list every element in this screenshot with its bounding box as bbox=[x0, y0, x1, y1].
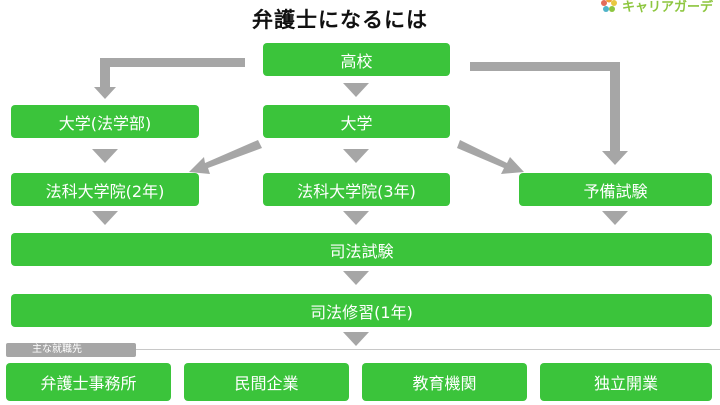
flower-icon bbox=[601, 0, 617, 12]
logo-text: キャリアガーデ bbox=[622, 0, 714, 15]
node-label: 法科大学院(2年) bbox=[45, 181, 165, 201]
career-item-label: 民間企業 bbox=[234, 374, 299, 393]
career-law-firm: 弁護士事務所 bbox=[6, 363, 171, 401]
arrow-bar-exam-to-training bbox=[343, 271, 369, 285]
node-label: 大学(法学部) bbox=[58, 113, 152, 133]
career-label: 主な就職先 bbox=[6, 343, 136, 357]
arrow-law-school-2-to-bar-exam bbox=[92, 211, 118, 225]
career-divider bbox=[6, 349, 720, 350]
page-title: 弁護士になるには bbox=[252, 8, 428, 32]
arrow-high-school-to-university bbox=[343, 83, 369, 97]
arrow-preliminary-to-bar-exam bbox=[602, 211, 628, 225]
career-item-label: 独立開業 bbox=[593, 374, 658, 393]
arrow-training-to-career bbox=[343, 332, 369, 346]
arrow-law-school-3-to-bar-exam bbox=[343, 211, 369, 225]
arrow-high-school-to-preliminary bbox=[470, 62, 628, 165]
arrow-university-to-law-school-2 bbox=[189, 140, 262, 174]
node-law-school-3: 法科大学院(3年) bbox=[263, 173, 450, 206]
node-label: 高校 bbox=[340, 51, 373, 71]
arrow-university-to-law-school-3 bbox=[343, 149, 369, 163]
node-university: 大学 bbox=[263, 105, 450, 138]
arrow-law-faculty-to-law-school-2 bbox=[92, 149, 118, 163]
node-legal-training: 司法修習(1年) bbox=[11, 294, 712, 327]
career-independent-practice: 独立開業 bbox=[540, 363, 712, 401]
node-high-school: 高校 bbox=[263, 43, 450, 76]
node-label: 予備試験 bbox=[583, 181, 648, 201]
node-label: 法科大学院(3年) bbox=[297, 181, 416, 201]
career-item-label: 教育機関 bbox=[412, 374, 477, 393]
node-law-school-2: 法科大学院(2年) bbox=[11, 173, 199, 206]
node-bar-exam: 司法試験 bbox=[11, 233, 712, 266]
node-label: 司法修習(1年) bbox=[310, 302, 413, 322]
career-private-company: 民間企業 bbox=[184, 363, 349, 401]
node-preliminary-exam: 予備試験 bbox=[519, 173, 712, 206]
career-educational-institution: 教育機関 bbox=[362, 363, 527, 401]
arrow-high-school-to-law-faculty bbox=[94, 58, 245, 99]
career-item-label: 弁護士事務所 bbox=[40, 374, 137, 393]
logo: キャリアガーデ bbox=[600, 0, 714, 15]
arrow-university-to-preliminary bbox=[457, 140, 524, 174]
node-university-law: 大学(法学部) bbox=[11, 105, 199, 138]
node-label: 司法試験 bbox=[329, 241, 394, 261]
node-label: 大学 bbox=[340, 113, 373, 133]
